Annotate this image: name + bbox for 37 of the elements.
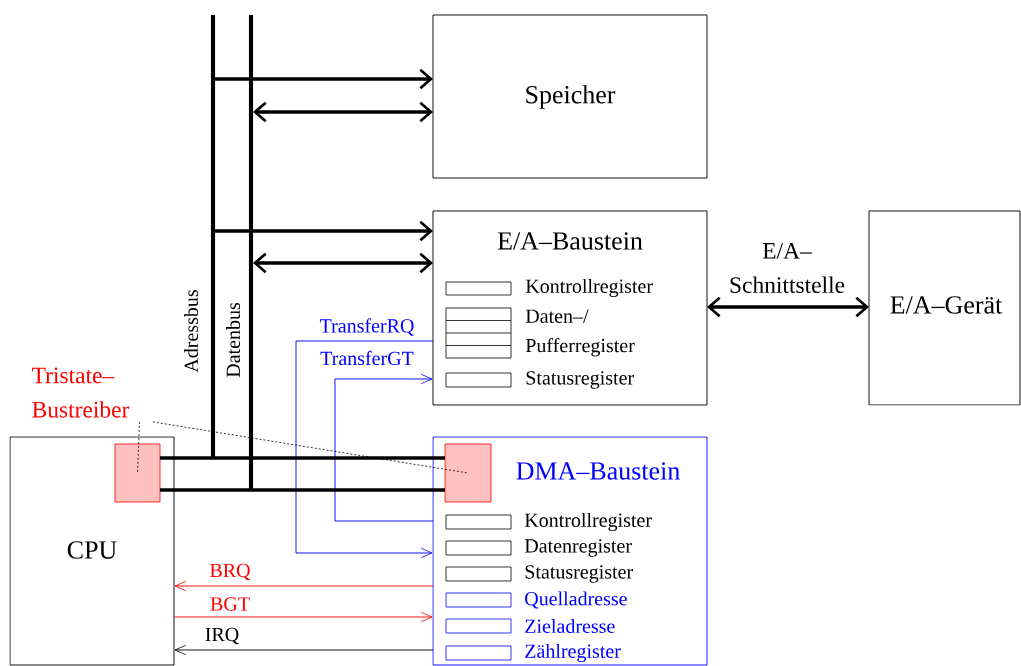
edge-label: BGT (208, 595, 252, 613)
device-box: E/A–Gerät (868, 210, 1021, 406)
driver-box (444, 443, 492, 503)
edge-label: TransferGT (318, 349, 416, 367)
edge-label: BRQ (208, 562, 252, 582)
memory-box: Speicher (432, 14, 708, 179)
leader-line (152, 421, 469, 474)
register-label: Daten–/ Pufferregister (525, 309, 635, 357)
edge-label: IRQ (203, 626, 241, 646)
arrow (174, 580, 434, 592)
register-label: Statusregister (526, 371, 634, 389)
register-label: Datenregister (524, 539, 632, 557)
arrow (334, 373, 434, 522)
arrow (295, 340, 434, 559)
bus-line (160, 456, 445, 460)
cpu-box: CPU (9, 436, 175, 666)
register-label: Statusregister (525, 565, 633, 583)
leader-line (137, 421, 140, 474)
bus-label: Datenbus (226, 302, 241, 378)
arrow (215, 220, 433, 242)
register-label: Zählregister (525, 643, 621, 663)
edge-label: TransferRQ (318, 317, 416, 337)
arrow (707, 296, 869, 318)
arrow (253, 101, 433, 123)
register-label: Kontrollregister (525, 278, 653, 298)
bus-label: Adressbus (184, 290, 199, 373)
driver-box (114, 443, 161, 503)
register-label: Kontrollregister (524, 512, 652, 532)
arrow (173, 611, 433, 623)
bus-line (160, 488, 445, 492)
arrow (174, 644, 434, 656)
arrow (215, 68, 433, 90)
edge-label: E/A– Schnittstelle (715, 241, 859, 295)
arrow (253, 252, 433, 274)
register-label: Zieladresse (525, 618, 615, 633)
register-label: Quelladresse (525, 591, 627, 609)
annotation-text: Tristate– Bustreiber (32, 367, 130, 418)
